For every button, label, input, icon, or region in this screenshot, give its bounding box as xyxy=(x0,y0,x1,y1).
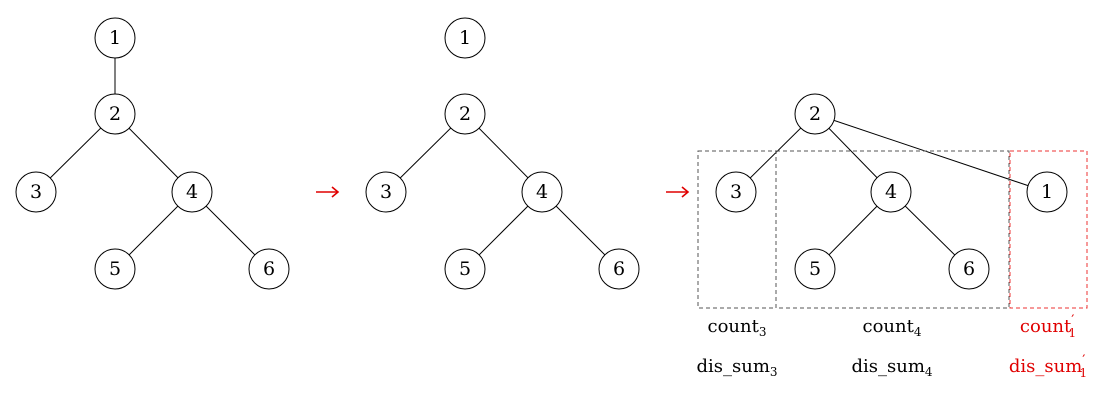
step-3-node-3: 3 xyxy=(715,171,757,213)
transition-arrow-1-head xyxy=(331,186,340,198)
count-label-3: count′1 xyxy=(1020,313,1076,340)
step-1-node-6: 6 xyxy=(248,248,290,290)
step-1-node-1: 1 xyxy=(94,17,136,59)
node-circle xyxy=(94,17,136,59)
node-circle xyxy=(94,248,136,290)
node-circle xyxy=(444,93,486,135)
step-1-node-3: 3 xyxy=(15,171,57,213)
step-3-node-6: 6 xyxy=(948,248,990,290)
count-label-2: count4 xyxy=(863,316,922,339)
node-circle xyxy=(444,248,486,290)
count-label-1: count3 xyxy=(708,316,767,339)
step-3-edge-2-1 xyxy=(814,113,1048,193)
node-label: 4 xyxy=(186,181,198,203)
node-circle xyxy=(94,93,136,135)
transition-arrow-2-head xyxy=(681,186,690,198)
edges-layer xyxy=(35,38,1048,270)
node-circle xyxy=(794,248,836,290)
node-label: 2 xyxy=(809,103,821,125)
nodes-layer: 1 2 3 4 5 6 1 2 3 4 5 6 2 3 4 5 6 1 xyxy=(15,17,1068,290)
node-circle xyxy=(715,171,757,213)
node-label: 6 xyxy=(263,258,275,280)
node-circle xyxy=(948,248,990,290)
node-label: 6 xyxy=(613,258,625,280)
node-label: 1 xyxy=(109,27,121,49)
step-2-node-3: 3 xyxy=(365,171,407,213)
step-2-node-4: 4 xyxy=(521,171,563,213)
node-label: 2 xyxy=(109,103,121,125)
transition-arrows xyxy=(316,186,690,198)
group-labels-layer: count3 dis_sum3 count4 dis_sum4 count′1 dis_s… xyxy=(696,313,1087,380)
group-boxes-layer xyxy=(697,150,1088,309)
step-1-node-5: 5 xyxy=(94,248,136,290)
node-label: 3 xyxy=(30,181,42,203)
step-3-node-2: 2 xyxy=(794,93,836,135)
step-3-node-1: 1 xyxy=(1026,171,1068,213)
node-circle xyxy=(171,171,213,213)
node-circle xyxy=(444,17,486,59)
step-1-node-2: 2 xyxy=(94,93,136,135)
node-label: 5 xyxy=(459,258,471,280)
node-label: 3 xyxy=(380,181,392,203)
node-circle xyxy=(15,171,57,213)
node-label: 6 xyxy=(963,258,975,280)
step-1-node-4: 4 xyxy=(171,171,213,213)
dis-sum-label-3: dis_sum′1 xyxy=(1009,353,1087,380)
node-circle xyxy=(365,171,407,213)
node-label: 5 xyxy=(809,258,821,280)
group-box-2 xyxy=(775,150,1010,309)
step-2-node-1: 1 xyxy=(444,17,486,59)
node-label: 1 xyxy=(1041,181,1053,203)
step-2-node-5: 5 xyxy=(444,248,486,290)
node-circle xyxy=(598,248,640,290)
node-circle xyxy=(521,171,563,213)
node-label: 4 xyxy=(536,181,548,203)
dis-sum-label-1: dis_sum3 xyxy=(696,356,777,379)
step-2-node-6: 6 xyxy=(598,248,640,290)
step-3-node-4: 4 xyxy=(870,171,912,213)
node-label: 4 xyxy=(885,181,897,203)
step-3-node-5: 5 xyxy=(794,248,836,290)
step-2-node-2: 2 xyxy=(444,93,486,135)
node-circle xyxy=(1026,171,1068,213)
group-box-3 xyxy=(1009,150,1088,309)
node-circle xyxy=(870,171,912,213)
node-label: 2 xyxy=(459,103,471,125)
node-circle xyxy=(794,93,836,135)
node-label: 1 xyxy=(459,27,471,49)
node-circle xyxy=(248,248,290,290)
node-label: 5 xyxy=(109,258,121,280)
dis-sum-label-2: dis_sum4 xyxy=(851,356,932,379)
node-label: 3 xyxy=(730,181,742,203)
